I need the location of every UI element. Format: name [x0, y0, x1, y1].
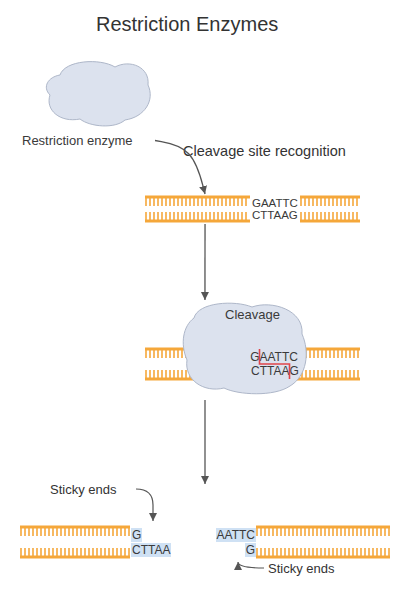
sequence-text: CTTAAG [252, 210, 298, 222]
sticky-end-text: CTTAA [131, 543, 171, 557]
backbone-line [300, 220, 360, 223]
enzyme-blob: Cleavage [180, 300, 310, 397]
callout-label: Sticky ends [268, 562, 334, 575]
sticky-end-text: G [131, 528, 142, 542]
leader-arrow [136, 489, 153, 521]
strand [20, 527, 130, 536]
sticky-end-text: G [245, 543, 256, 557]
dna-strand: GAATTCCTTAAG [140, 345, 365, 383]
step-label: Cleavage [225, 308, 280, 321]
dna-strand: GAATTCCTTAAG [140, 194, 365, 224]
sequence-text: GAATTC [252, 198, 298, 210]
strand [256, 527, 390, 536]
callout-label: Sticky ends [50, 483, 116, 496]
edge-label: Cleavage site recognition [183, 144, 346, 159]
dna-fragment: GCTTAA [18, 524, 184, 560]
connector-arrow [204, 224, 205, 300]
sequence-text: G [290, 365, 299, 377]
strand [256, 548, 390, 557]
backbone-line [145, 220, 250, 223]
diagram-title: Restriction Enzymes [96, 14, 278, 34]
enzyme-shape [183, 303, 306, 394]
sequence-text: CTTAA [251, 365, 289, 377]
backbone-line [256, 556, 390, 559]
sticky-end-text: AATTC [216, 528, 256, 542]
dna-fragment: AATTCG [208, 524, 392, 560]
strand [145, 212, 250, 221]
enzyme-shape [46, 62, 150, 126]
leader-arrow [238, 562, 264, 568]
process-arrow [204, 400, 205, 484]
strand [20, 548, 130, 557]
backbone-line [20, 556, 130, 559]
backbone-line [20, 526, 130, 529]
enzyme-label: Restriction enzyme [22, 134, 133, 147]
enzyme-blob: Restriction enzyme [20, 55, 155, 150]
strand [145, 197, 250, 206]
backbone-line [300, 196, 360, 199]
sequence-text: AATTC [260, 351, 298, 363]
strand [300, 197, 360, 206]
sequence-text: G [250, 351, 259, 363]
backbone-line [145, 196, 250, 199]
strand [300, 212, 360, 221]
backbone-line [256, 526, 390, 529]
